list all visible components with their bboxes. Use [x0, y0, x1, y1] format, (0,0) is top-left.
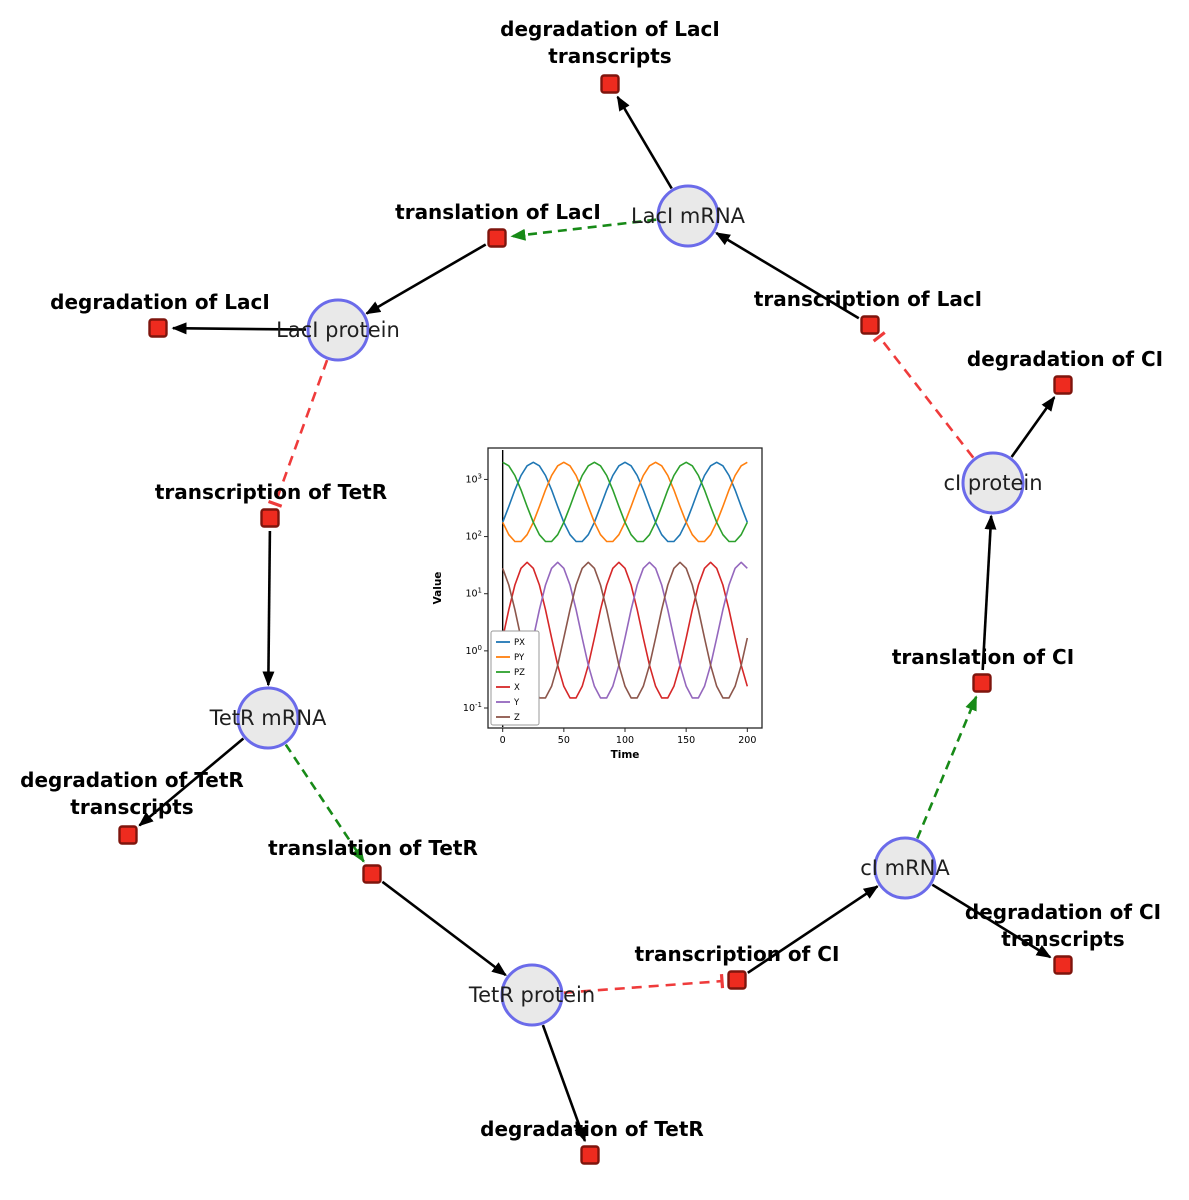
reaction-label-deg_ci_tx: transcripts [1001, 927, 1124, 951]
reaction-label-deg_tetr_tx: degradation of TetR [20, 768, 244, 792]
species-node-tetr_protein [500, 963, 564, 1027]
species-node-ci_mrna [873, 836, 937, 900]
edge-production-transl_ci-ci_protein [981, 514, 997, 671]
legend-label-X: X [514, 683, 520, 693]
legend-label-PZ: PZ [514, 668, 525, 678]
edge-consumption-tetr_mrna-deg_tetr_tx [138, 737, 245, 827]
species-label-tetr_mrna: TetR mRNA [209, 706, 327, 730]
edge-production-tx_tetr-tetr_mrna [262, 530, 275, 687]
species-node-laci_protein [306, 298, 370, 362]
edge-consumption-laci_mrna-deg_laci_tx [616, 95, 673, 190]
edge-production-tx_laci-laci_mrna [715, 231, 860, 320]
reaction-node-deg_tetr [580, 1145, 600, 1165]
edge-inhibition-laci_protein-tx_tetr [267, 359, 329, 508]
legend-label-PX: PX [514, 638, 525, 648]
edge-modifier-laci_mrna-transl_laci [510, 218, 657, 241]
reaction-node-deg_laci [148, 318, 168, 338]
reaction-label-deg_laci: degradation of LacI [50, 290, 270, 314]
y-tick-label: 102 [465, 530, 482, 543]
reaction-label-tx_tetr: transcription of TetR [155, 480, 387, 504]
edge-modifier-ci_mrna-transl_ci [916, 695, 978, 839]
reaction-node-transl_tetr [362, 864, 382, 884]
reaction-label-transl_laci: translation of LacI [395, 200, 601, 224]
edge-consumption-ci_mrna-deg_ci_tx [931, 883, 1052, 959]
edge-modifier-tetr_mrna-transl_tetr [284, 743, 365, 863]
reaction-label-deg_tetr: degradation of TetR [480, 1117, 704, 1141]
reaction-label-tx_laci: transcription of LacI [754, 287, 982, 311]
species-node-tetr_mrna [236, 686, 300, 750]
edge-production-tx_ci-ci_mrna [747, 885, 879, 974]
reaction-node-deg_tetr_tx [118, 825, 138, 845]
legend-label-Y: Y [513, 698, 520, 708]
species-label-ci_mrna: cI mRNA [860, 856, 950, 880]
edge-consumption-tetr_protein-deg_tetr [541, 1024, 587, 1143]
edge-consumption-ci_protein-deg_ci [1010, 395, 1056, 458]
chart-series-PX [501, 461, 749, 543]
reaction-node-deg_laci_tx [600, 74, 620, 94]
reaction-label-deg_ci_tx: degradation of CI [965, 900, 1161, 924]
edges-layer [138, 95, 1056, 1143]
x-tick-label: 50 [558, 735, 570, 746]
reaction-label-transl_ci: translation of CI [892, 645, 1074, 669]
species-label-tetr_protein: TetR protein [468, 983, 595, 1007]
species-node-laci_mrna [656, 184, 720, 248]
y-axis-label: Value [432, 572, 444, 605]
reaction-node-transl_ci [972, 673, 992, 693]
y-tick-label: 103 [465, 472, 482, 485]
chart-legend: PX PY PZ XYZ [490, 630, 540, 726]
reaction-label-deg_laci_tx: transcripts [548, 44, 671, 68]
x-tick-label: 0 [500, 735, 506, 746]
chart-series-X [501, 561, 749, 699]
reaction-label-transl_tetr: translation of TetR [268, 836, 478, 860]
reaction-label-deg_tetr_tx: transcripts [70, 795, 193, 819]
reaction-node-tx_ci [727, 970, 747, 990]
species-label-ci_protein: cI protein [943, 471, 1042, 495]
edge-production-transl_laci-laci_protein [365, 243, 487, 315]
y-tick-label: 100 [465, 644, 482, 657]
chart-series-PZ [502, 461, 749, 543]
edge-production-transl_tetr-tetr_protein [381, 880, 507, 977]
legend-label-PY: PY [514, 653, 525, 663]
reaction-node-transl_laci [487, 228, 507, 248]
legend-label-Z: Z [514, 713, 520, 723]
x-tick-label: 100 [616, 735, 634, 746]
x-axis-label: Time [611, 749, 640, 761]
nodes-layer [118, 74, 1073, 1165]
reaction-node-tx_tetr [260, 508, 280, 528]
edge-consumption-laci_protein-deg_laci [171, 322, 307, 335]
species-node-ci_protein [961, 451, 1025, 515]
chart-series-Y [501, 561, 748, 699]
reaction-node-deg_ci_tx [1053, 955, 1073, 975]
edge-inhibition-tetr_protein-tx_ci [563, 974, 725, 994]
edge-inhibition-ci_protein-tx_laci [872, 331, 975, 459]
species-label-laci_protein: LacI protein [276, 318, 400, 342]
x-tick-label: 200 [738, 735, 756, 746]
reaction-label-tx_ci: transcription of CI [635, 942, 840, 966]
y-tick-label: 101 [465, 587, 482, 600]
reaction-node-deg_ci [1053, 375, 1073, 395]
reaction-node-tx_laci [860, 315, 880, 335]
reaction-label-deg_laci_tx: degradation of LacI [500, 17, 720, 41]
chart-series-Z [501, 561, 749, 699]
x-tick-label: 150 [677, 735, 695, 746]
reaction-label-deg_ci: degradation of CI [967, 347, 1163, 371]
species-label-laci_mrna: LacI mRNA [631, 204, 746, 228]
y-tick-label: 10-1 [463, 701, 482, 714]
